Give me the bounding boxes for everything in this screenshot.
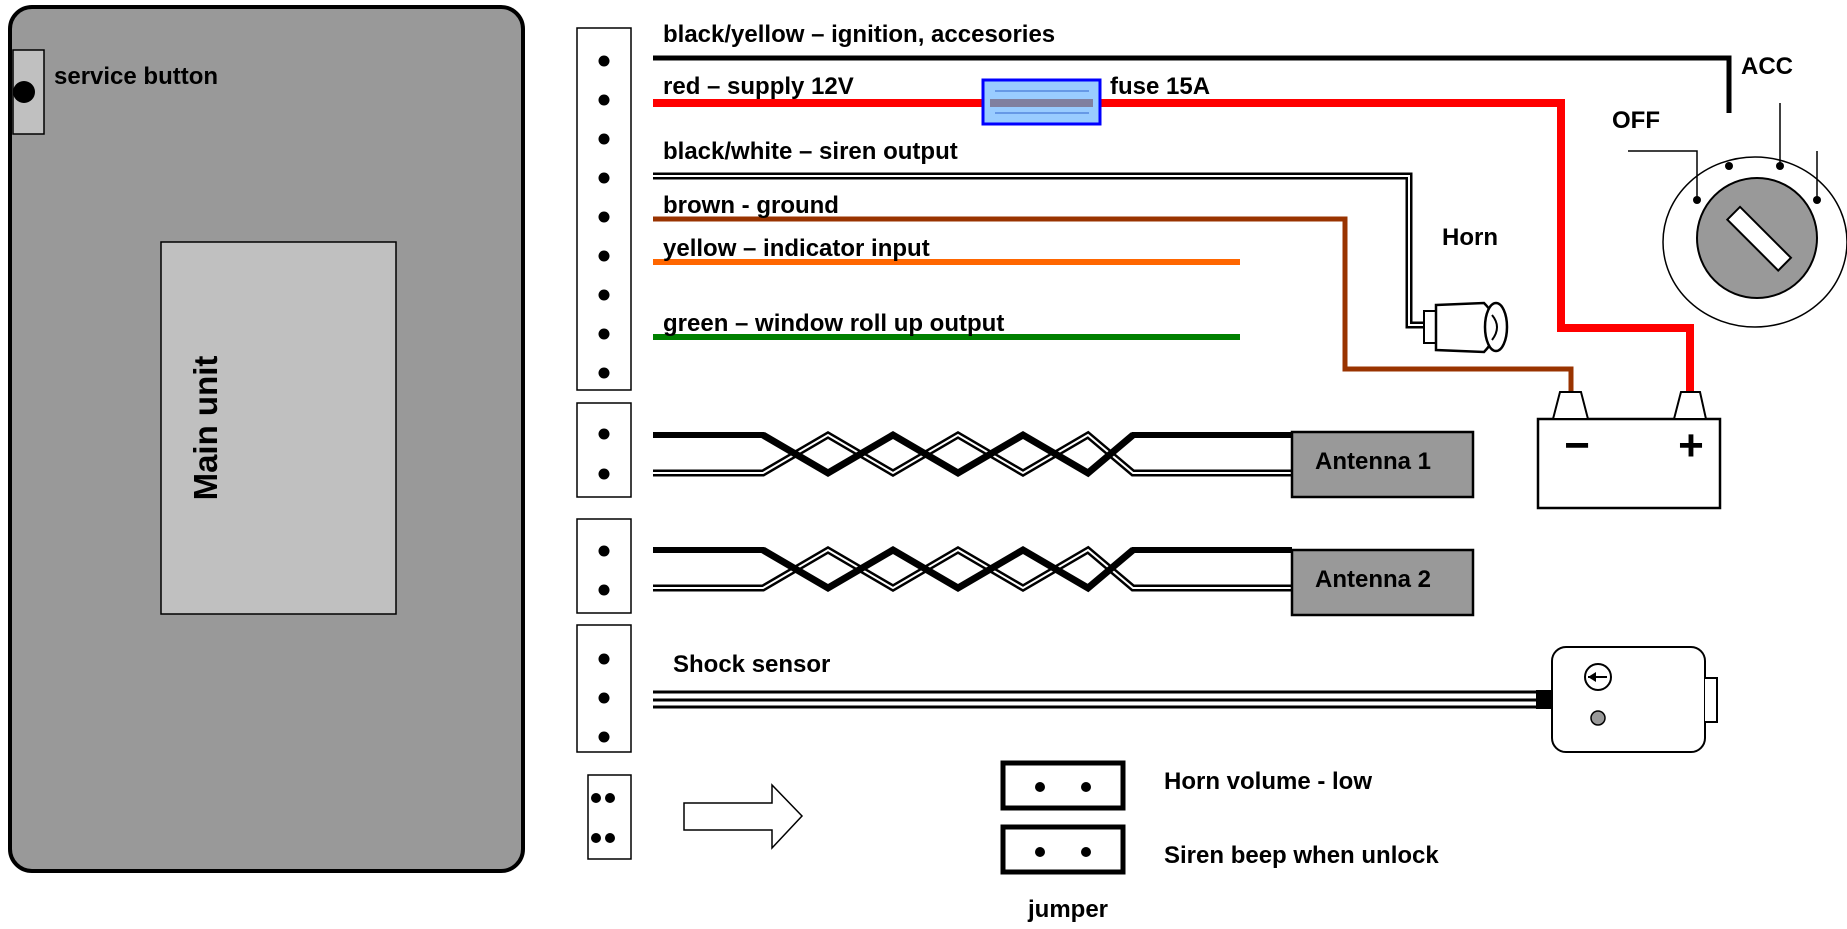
service-button-label: service button [54,63,218,90]
supply-wire [653,99,1694,392]
connector-antenna-2 [576,518,632,614]
antenna-2-cable [653,545,1292,593]
service-button[interactable] [13,81,35,103]
antenna-1-box [1290,430,1475,499]
ignition-wire-label: black/yellow – ignition, accesories [663,21,1055,48]
main-unit: Main unit service button [8,5,525,873]
ignition-acc-label: ACC [1741,53,1793,80]
shock-sensor-cable [653,690,1552,709]
jumper-horn-volume[interactable] [1000,760,1126,811]
indicator-wire-label: yellow – indicator input [663,235,930,262]
antenna-1-cable [653,430,1292,478]
ground-wire-label: brown - ground [663,192,839,219]
battery-icon: − + [1536,391,1722,510]
antenna-1-label: Antenna 1 [1315,448,1431,475]
main-unit-panel [160,241,397,615]
battery-plus-label: + [1678,421,1704,470]
ignition-switch-icon [1628,103,1847,328]
jumper-caption: jumper [1027,896,1108,923]
horn-label: Horn [1442,224,1498,251]
horn-icon [1423,301,1509,354]
jumper-siren-beep[interactable] [1000,824,1126,875]
siren-wire-label: black/white – siren output [663,138,958,165]
antenna-2-box [1290,548,1475,617]
connector-jumper [587,774,632,860]
horn-volume-label: Horn volume - low [1164,768,1372,795]
connector-antenna-1 [576,402,632,498]
supply-wire-label: red – supply 12V [663,73,854,100]
main-unit-label: Main unit [187,356,224,501]
fuse-label: fuse 15A [1110,73,1210,100]
ignition-off-label: OFF [1612,107,1660,134]
ground-wire [653,216,1574,392]
shock-sensor-icon [1551,646,1718,753]
fuse [981,78,1102,126]
connector-main [576,27,632,391]
antenna-2-label: Antenna 2 [1315,566,1431,593]
jumper-arrow-icon [683,783,804,850]
window-wire-label: green – window roll up output [663,310,1004,337]
ignition-wire [653,55,1732,113]
siren-wire-inner [653,175,1424,326]
siren-beep-label: Siren beep when unlock [1164,842,1439,869]
shock-sensor-label: Shock sensor [673,651,830,678]
battery-minus-label: − [1564,421,1590,470]
connector-shock-sensor [576,624,632,753]
